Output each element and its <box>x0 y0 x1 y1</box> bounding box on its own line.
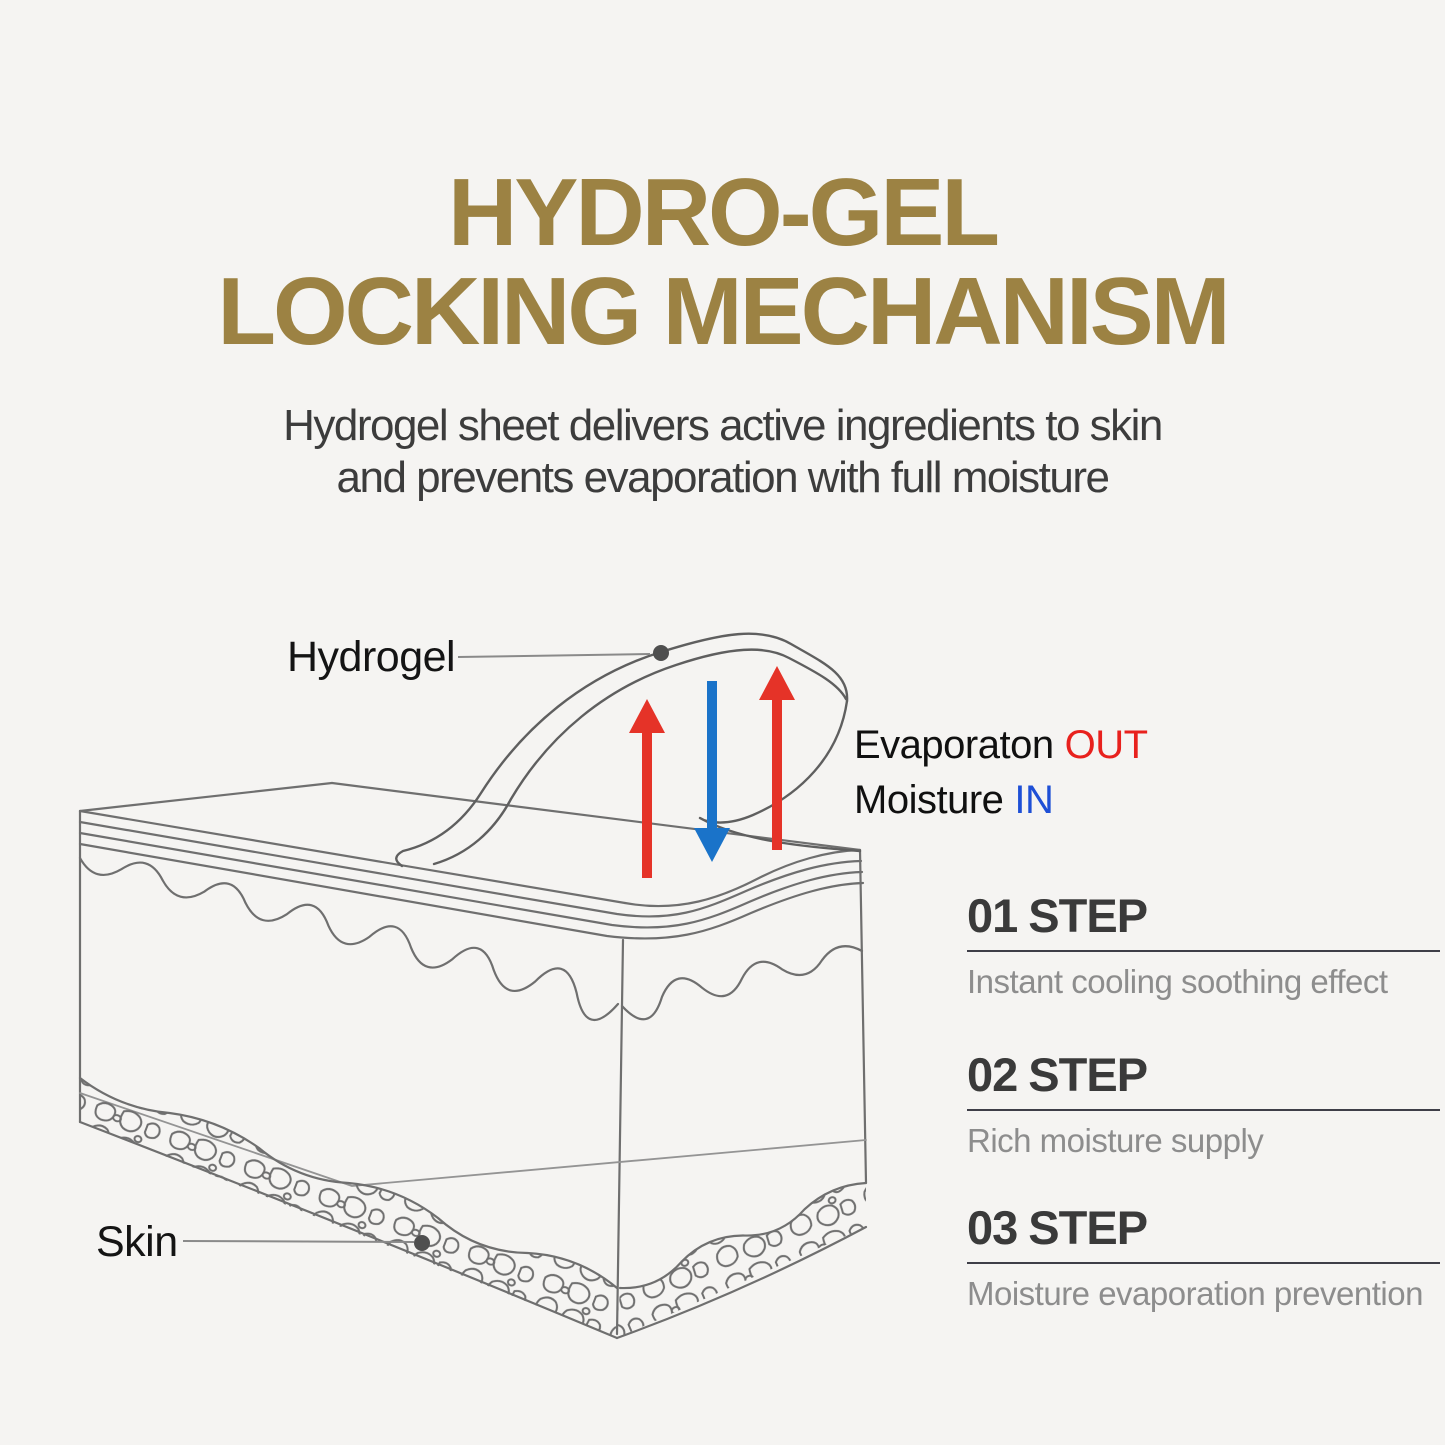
moisture-text: Moisture <box>854 778 1004 822</box>
evaporation-out-arrow-right-icon <box>759 666 795 850</box>
step-3-description: Moisture evaporation prevention <box>967 1275 1423 1312</box>
step-1-description: Instant cooling soothing effect <box>967 963 1388 1000</box>
subtitle: Hydrogel sheet delivers active ingredien… <box>0 400 1445 504</box>
in-tag: IN <box>1014 778 1054 822</box>
page-title-line1: HYDRO-GEL <box>448 159 1000 266</box>
step-2-description: Rich moisture supply <box>967 1122 1264 1159</box>
page-title-line2: LOCKING MECHANISM <box>217 258 1230 365</box>
step-1-word: STEP <box>1028 889 1148 942</box>
step-1-number: 01 <box>967 889 1018 942</box>
evaporation-text: Evaporaton <box>854 723 1054 767</box>
step-1-divider <box>967 950 1440 952</box>
out-tag: OUT <box>1064 723 1148 767</box>
subtitle-line2: and prevents evaporation with full moist… <box>336 453 1110 502</box>
skin-callout-dot <box>414 1235 430 1251</box>
title-block: HYDRO-GEL LOCKING MECHANISM <box>0 163 1445 361</box>
skin-block <box>78 781 868 1340</box>
step-2-divider <box>967 1109 1440 1111</box>
evaporation-out-arrow-left-icon <box>629 699 665 878</box>
hydrogel-label: Hydrogel <box>287 633 456 681</box>
hydrogel-callout-dot <box>653 645 669 661</box>
step-2-word: STEP <box>1028 1048 1148 1101</box>
step-3-word: STEP <box>1028 1201 1148 1254</box>
subtitle-line1: Hydrogel sheet delivers active ingredien… <box>283 401 1163 450</box>
step-3-number: 03 <box>967 1201 1018 1254</box>
hydrogel-sheet <box>395 632 862 868</box>
moisture-in-arrow-icon <box>694 681 730 862</box>
skin-label: Skin <box>96 1218 178 1266</box>
step-2-number: 02 <box>967 1048 1018 1101</box>
callouts <box>182 645 669 1251</box>
step-3-divider <box>967 1262 1440 1264</box>
